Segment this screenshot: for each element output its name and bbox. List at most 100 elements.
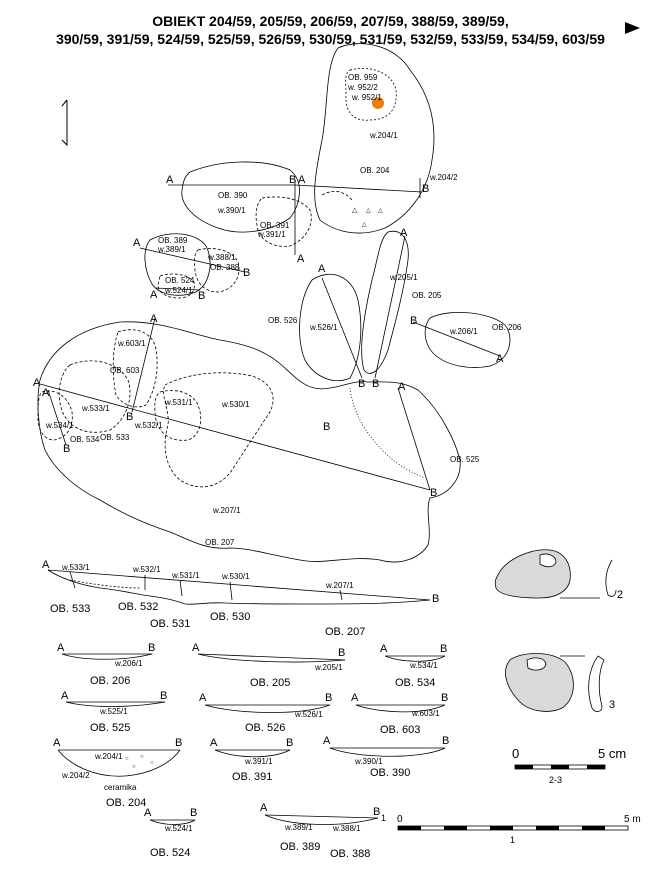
svg-text:△: △ — [352, 207, 358, 214]
ob-533-outline — [58, 360, 131, 433]
scale-bar-large: 0 5 m 1 — [397, 814, 641, 845]
letter-b: B — [440, 643, 447, 655]
label-w-205-1: w.205/1 — [389, 273, 418, 282]
label-w-534-1: w.534/1 — [409, 661, 438, 670]
label-ob-391: OB. 391 — [232, 771, 272, 783]
letter-a: A — [199, 692, 207, 704]
label-ob-391: OB. 391 — [260, 221, 290, 230]
label-ob-390: OB. 390 — [218, 191, 248, 200]
label-w-524-1: w.524/1 — [164, 286, 193, 295]
label-ob-526: OB. 526 — [245, 722, 285, 734]
finds-ref-1: 1 — [381, 813, 386, 823]
letter-a: A — [318, 263, 326, 275]
label-ob-530: OB. 530 — [210, 611, 250, 623]
label-w-524-1: w.524/1 — [164, 824, 193, 833]
letter-a: A — [400, 227, 408, 239]
svg-text:○: ○ — [150, 760, 154, 766]
label-w-525-1: w.525/1 — [99, 707, 128, 716]
letter-b: B — [358, 378, 365, 390]
scale-small-end: 5 cm — [598, 746, 626, 761]
letter-a: A — [496, 353, 504, 365]
label-w-388-1: w.388/1 — [332, 824, 361, 833]
scale-bar-small: 0 5 cm 2-3 — [512, 746, 626, 785]
label-ob-206: OB. 206 — [90, 675, 130, 687]
label-w-206-1: w.206/1 — [449, 327, 478, 336]
letter-b: B — [198, 290, 205, 302]
letter-a: A — [133, 237, 141, 249]
letter-b: B — [190, 807, 197, 819]
letter-b: B — [148, 642, 155, 654]
label-ob-534: OB. 534 — [395, 677, 435, 689]
label-w-530-1: w.530/1 — [221, 572, 250, 581]
letter-a: A — [53, 737, 61, 749]
label-ob-205: OB. 205 — [250, 677, 290, 689]
letter-a: A — [297, 253, 305, 265]
label-w-533-1: w.533/1 — [61, 563, 90, 572]
label-ob-204: OB. 204 — [106, 797, 146, 809]
letter-a: A — [192, 642, 200, 654]
letter-a: A — [398, 381, 406, 393]
ob-204-outline — [314, 43, 435, 234]
find-2-number: 2 — [617, 589, 623, 601]
label-ob-204: OB. 204 — [360, 166, 390, 175]
scale-large-end: 5 m — [624, 814, 641, 825]
label-w-390-1: w.390/1 — [354, 757, 383, 766]
label-w-526-1: w.526/1 — [294, 710, 323, 719]
label-w-205-1: w.205/1 — [314, 663, 343, 672]
svg-text:△: △ — [378, 208, 383, 214]
ob-389-outline — [144, 233, 211, 296]
letter-a: A — [166, 174, 174, 186]
label-ob-531: OB. 531 — [150, 618, 190, 630]
label-ob-390: OB. 390 — [370, 767, 410, 779]
north-arrow-icon — [61, 99, 68, 147]
plan: △ △ △ △ — [37, 43, 511, 563]
letter-a: A — [42, 559, 50, 571]
label-w-388-1: w.388/1 — [207, 253, 236, 262]
long-section — [47, 569, 431, 605]
ob-206-outline — [424, 312, 511, 368]
letter-a: A — [42, 387, 50, 399]
letter-b: B — [325, 692, 332, 704]
label-w-531-1: w.531/1 — [171, 571, 200, 580]
letter-b: B — [63, 443, 70, 455]
label-w-204-2: w.204/2 — [429, 173, 458, 182]
label-ob-533: OB. 533 — [100, 433, 130, 442]
label-ob-207: OB. 207 — [205, 538, 235, 547]
letter-b: B — [286, 737, 293, 749]
small-sections — [57, 653, 446, 825]
ob-531-outline — [154, 390, 202, 441]
label-w-204-1: w.204/1 — [94, 752, 123, 761]
svg-text:○: ○ — [125, 756, 129, 762]
label-ob-959: OB. 959 — [348, 73, 378, 82]
svg-text:△: △ — [366, 208, 371, 214]
ob-390-outline — [181, 161, 300, 233]
label-w-389-1: w.389/1 — [284, 823, 313, 832]
letter-a: A — [33, 377, 41, 389]
letter-b: B — [422, 183, 429, 195]
label-w-390-1: w.390/1 — [217, 206, 246, 215]
label-w-207-1: w.207/1 — [325, 581, 354, 590]
label-w-204-1: w.204/1 — [369, 131, 398, 140]
label-w-530-1: w.530/1 — [221, 400, 250, 409]
ob-205-outline — [361, 230, 409, 374]
ob-524-outline — [157, 273, 195, 299]
letter-a: A — [61, 690, 69, 702]
letter-a: A — [150, 313, 158, 325]
ob-603-outline — [112, 329, 158, 408]
ob-959-outline — [345, 68, 397, 121]
label-ob-526: OB. 526 — [268, 316, 298, 325]
letter-a: A — [298, 174, 306, 186]
ob-207-outline — [37, 321, 461, 563]
letter-b: B — [175, 737, 182, 749]
letter-b: B — [338, 647, 345, 659]
letter-a: A — [210, 737, 218, 749]
label-w-603-1: w.603/1 — [117, 339, 146, 348]
scale-small-caption: 2-3 — [549, 775, 562, 785]
ob-391-outline — [255, 196, 312, 247]
label-w-533-1: w.533/1 — [81, 404, 110, 413]
letter-a: A — [150, 289, 158, 301]
label-w-531-1: w.531/1 — [164, 398, 193, 407]
label-ob-207: OB. 207 — [325, 626, 365, 638]
find-orange-mark — [372, 97, 384, 109]
